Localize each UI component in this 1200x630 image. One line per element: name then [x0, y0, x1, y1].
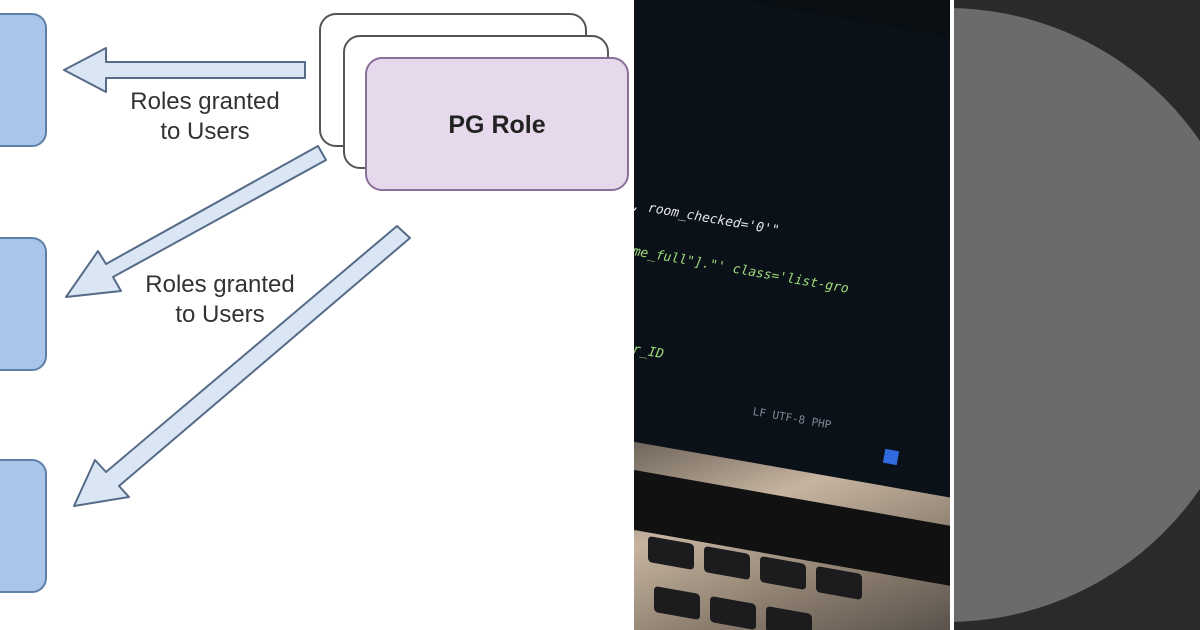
arrow-label-1-line-1: Roles granted [130, 88, 279, 115]
arrow-to-user-2 [65, 145, 327, 298]
keyboard-key [704, 545, 750, 581]
role-diagram: PG Role Roles granted to Users Roles gra… [0, 13, 629, 593]
keyboard-key [710, 595, 756, 630]
arrow-to-user-3 [73, 225, 411, 507]
user-box-2 [0, 237, 47, 371]
role-card-front [365, 57, 629, 191]
user-box-3 [0, 459, 47, 593]
keyboard-key [766, 605, 812, 630]
arrow-label-2-line-1: Roles granted [145, 271, 294, 298]
user-box-1 [0, 13, 47, 147]
laptop-photo-panel: , room_checked='0'" me_full"]."' class='… [634, 0, 950, 630]
arrow-to-user-1 [63, 47, 306, 93]
arrow-label-2-line-2: to Users [175, 301, 264, 328]
keyboard-key [760, 555, 806, 591]
keyboard-key [816, 565, 862, 601]
arrow-label-1-line-2: to Users [160, 118, 249, 145]
status-indicator-icon [882, 448, 900, 466]
circle-shape [950, 8, 1200, 622]
circle-graphic-panel [950, 0, 1200, 630]
role-diagram-panel: PG Role Roles granted to Users Roles gra… [0, 13, 629, 593]
role-label: PG Role [448, 111, 545, 139]
keyboard-key [654, 585, 700, 621]
keyboard-key [648, 535, 694, 571]
panel-divider [950, 0, 954, 630]
